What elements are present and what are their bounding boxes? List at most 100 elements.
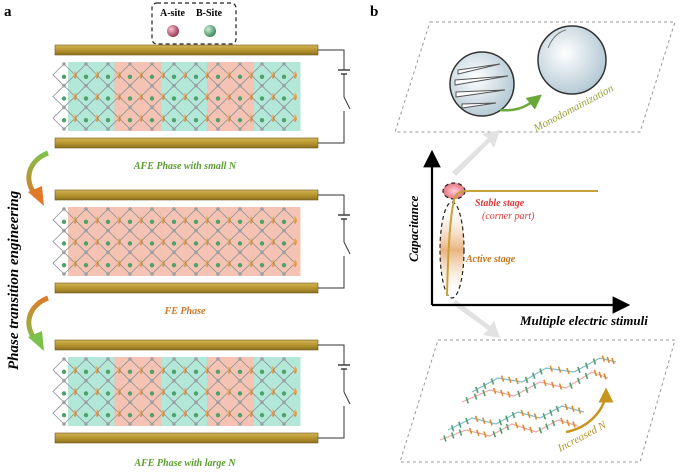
domain-dipole	[505, 415, 509, 422]
b-site-atom	[149, 219, 155, 225]
domain-dipole	[601, 355, 606, 362]
domain-stripes-icon	[454, 63, 509, 109]
lattice-node	[106, 422, 110, 426]
b-site-atom	[61, 74, 67, 80]
lattice-node	[194, 400, 198, 405]
b-site-atom	[171, 412, 177, 418]
lattice-node	[62, 400, 66, 405]
circuit-wire	[318, 49, 345, 70]
b-site-atom	[215, 369, 221, 375]
lattice-node	[172, 228, 176, 233]
domain-chain-line	[447, 405, 585, 431]
b-site-atom	[127, 74, 133, 80]
domain-dipole	[489, 419, 493, 426]
domain-dipole	[482, 382, 487, 389]
lattice-node	[282, 357, 286, 361]
lattice-node	[194, 357, 198, 361]
lattice-node	[216, 250, 220, 255]
b-site-atom	[127, 262, 133, 268]
lattice-node	[172, 400, 176, 405]
domain-dipole	[482, 389, 486, 397]
domain-dipole	[539, 368, 543, 375]
top-electrode	[54, 44, 319, 56]
b-site-atom	[215, 412, 221, 418]
b-site-atom	[127, 117, 133, 123]
b-site-atom	[259, 117, 265, 123]
lattice-node	[172, 83, 176, 88]
legend-b-site-label: B-Site	[196, 8, 223, 19]
domain-dipole	[492, 430, 497, 438]
lattice-node	[194, 207, 198, 211]
lattice-node	[128, 272, 132, 276]
top-electrode	[54, 189, 319, 201]
lattice	[52, 62, 297, 131]
domain-dipole	[473, 393, 478, 400]
lattice-node	[62, 207, 66, 211]
b-site-atom	[83, 117, 89, 123]
lattice-node	[260, 400, 264, 405]
b-site-atom	[237, 412, 243, 418]
a-site-atom	[293, 114, 297, 123]
lattice-node	[128, 422, 132, 426]
lattice-node	[238, 378, 242, 383]
domain-dipole	[511, 411, 516, 419]
b-site-atom	[83, 391, 89, 396]
lattice-node	[238, 272, 242, 276]
a-site-atom	[293, 259, 297, 268]
lattice-node	[260, 105, 264, 110]
b-site-atom	[215, 391, 221, 396]
domain-dipole	[533, 413, 538, 420]
lattice-node	[84, 378, 88, 383]
a-site-atom	[293, 237, 297, 246]
domain-dipole	[566, 367, 570, 375]
domain-dipole	[593, 369, 598, 377]
lattice-node	[172, 378, 176, 383]
domain-dipole	[520, 409, 525, 417]
b-site-atom	[259, 391, 265, 396]
lattice-node	[128, 62, 132, 66]
b-site-atom	[281, 262, 287, 268]
lattice-node	[260, 127, 264, 131]
b-site-atom	[237, 117, 243, 123]
down-arrow-icon	[452, 300, 500, 338]
phase-transition-label: Phase transition engineering	[6, 190, 22, 370]
caption-afe-large-n: AFE Phase with large N	[133, 458, 236, 469]
lattice-node	[194, 83, 198, 88]
b-site-atom	[259, 241, 265, 246]
domain-dipole	[450, 432, 455, 439]
lattice-node	[260, 228, 264, 233]
lattice-node	[172, 62, 176, 66]
lattice-node	[216, 228, 220, 233]
lattice-node	[282, 207, 286, 211]
lattice-node	[172, 105, 176, 110]
b-site-atom	[215, 241, 221, 246]
domain-dipole	[545, 423, 549, 430]
b-site-atom	[61, 369, 67, 375]
b-site-atom	[281, 219, 287, 225]
lattice-node	[260, 62, 264, 66]
top-electrode	[54, 339, 319, 351]
transition-arrowhead-1-icon	[28, 186, 44, 206]
legend-a-site-label: A-site	[160, 8, 186, 19]
lattice-node	[128, 83, 132, 88]
lattice-node	[194, 105, 198, 110]
b-site-atom	[281, 74, 287, 80]
b-site-atom	[61, 96, 67, 101]
b-site-atom	[61, 262, 67, 268]
lattice-node	[216, 422, 220, 426]
domain-chain-line	[461, 371, 609, 403]
crystal-blocks	[52, 44, 351, 444]
a-site-atom	[293, 70, 297, 79]
lattice-node	[106, 250, 110, 255]
domain-dipole	[571, 405, 575, 412]
lattice-node	[84, 62, 88, 66]
b-site-atom	[105, 219, 111, 225]
b-site-atom	[193, 74, 199, 80]
b-site-atom	[259, 412, 265, 418]
domain-dipole	[458, 429, 463, 436]
lattice	[52, 357, 297, 426]
b-site-atom	[171, 219, 177, 225]
b-site-atom	[215, 74, 221, 80]
domain-dipole	[524, 376, 529, 384]
domain-dipole	[606, 356, 610, 364]
